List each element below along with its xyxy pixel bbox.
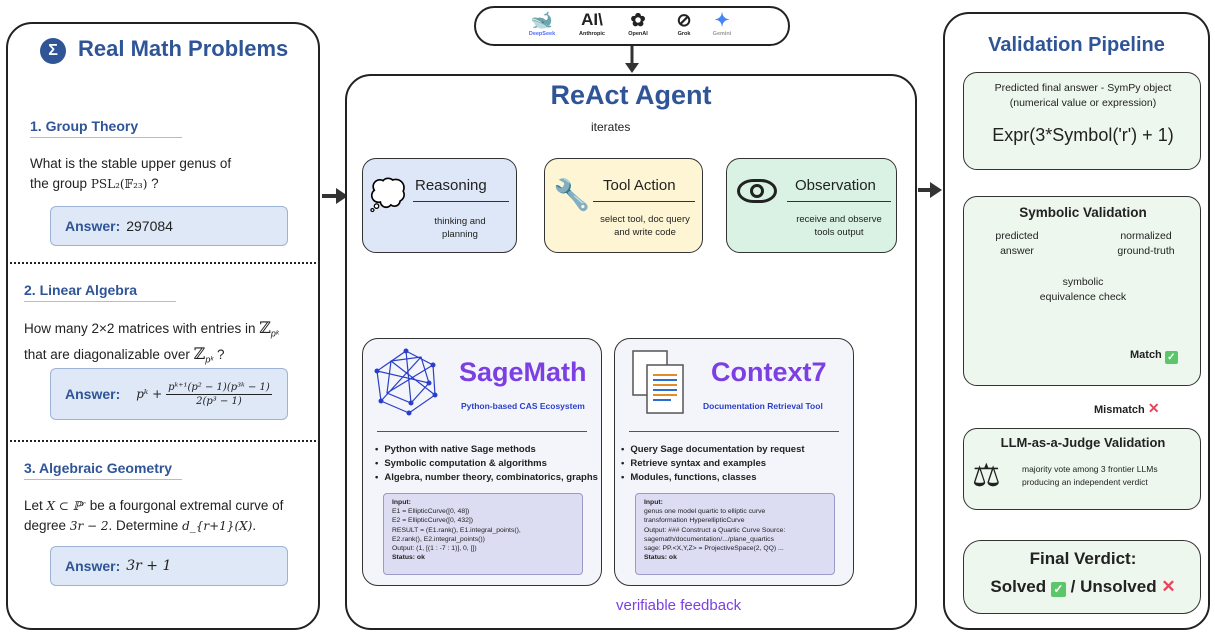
gemini-icon: ✦ [714,10,730,30]
problem-2-heading: 2. Linear Algebra [24,282,138,298]
agent-title: ReAct Agent [550,80,712,110]
problem-3-question: Let X ⊂ ℙʳ be a fourgonal extremal curve… [24,498,284,533]
sagemath-tool: SageMath Python-based CAS Ecosystem Pyth… [362,338,602,586]
cross-icon: ✕ [1161,577,1176,596]
context7-bullets: Query Sage documentation by request Retr… [621,443,804,485]
context7-tool: Context7 Documentation Retrieval Tool Qu… [614,338,854,586]
separator-2 [10,440,316,442]
model-grok: ⊘Grok [662,9,706,37]
verifiable-feedback-label: verifiable feedback [612,597,746,614]
final-verdict-box: Final Verdict: Solved ✓ / Unsolved ✕ [963,540,1201,614]
match-label: Match ✓ [1130,349,1178,364]
problem-2-answer: Answer: pᵏ + pᵏ⁺¹(p² − 1)(p³ᵏ − 1) 2(p³ … [50,368,288,420]
anthropic-icon: AI\ [581,10,603,29]
problem-2-question: How many 2×2 matrices with entries in ℤp… [24,318,279,365]
separator-1 [10,262,316,264]
problem-1-question: What is the stable upper genus of the gr… [30,156,232,191]
documents-icon [632,350,684,414]
problem-1-answer: Answer:297084 [50,206,288,246]
grok-icon: ⊘ [676,10,692,30]
mismatch-label: Mismatch ✕ [1094,400,1160,416]
context7-title: Context7 [711,357,827,387]
cross-icon: ✕ [1147,400,1160,416]
context7-code-example: Input: genus one model quartic to ellipt… [635,493,835,575]
problems-title: Real Math Problems [78,36,289,61]
llm-judge-box: LLM-as-a-Judge Validation ⚖ majority vot… [963,428,1201,510]
fraction-numerator: pᵏ⁺¹(p² − 1)(p³ᵏ − 1) [166,381,272,395]
polyhedron-icon [374,348,438,416]
predicted-expression: Expr(3*Symbol('r') + 1) [992,125,1174,145]
fraction-denominator: 2(p³ − 1) [196,395,242,407]
wrench-icon: 🔧 [553,179,591,212]
sagemath-subtitle: Python-based CAS Ecosystem [461,401,585,411]
sigma-icon: Σ [40,38,66,64]
gavel-icon: ⚖ [972,457,1001,493]
model-anthropic: AI\Anthropic [570,9,614,37]
sagemath-bullets: Python with native Sage methods Symbolic… [375,443,598,485]
problems-panel [6,22,320,630]
context7-subtitle: Documentation Retrieval Tool [703,401,823,411]
thought-bubble-icon: 💭 [369,179,407,212]
problem-1-heading: 1. Group Theory [30,118,139,134]
sagemath-title: SageMath [459,357,587,387]
sagemath-code-example: Input: E1 = EllipticCurve([0, 48]) E2 = … [383,493,583,575]
predicted-answer-box: Predicted final answer - SymPy object (n… [963,72,1201,170]
iterates-label: iterates [585,120,637,134]
model-deepseek: 🐋DeepSeek [520,9,564,37]
model-gemini: ✦Gemini [700,9,744,37]
validation-title: Validation Pipeline [988,34,1165,56]
problem-3-answer: Answer:3r + 1 [50,546,288,586]
deepseek-icon: 🐋 [530,10,554,30]
model-openai: ✿OpenAI [616,9,660,37]
check-icon: ✓ [1050,582,1066,597]
openai-icon: ✿ [630,10,646,30]
problem-3-heading: 3. Algebraic Geometry [24,460,173,476]
check-icon: ✓ [1164,351,1178,364]
eye-icon [737,179,777,203]
model-logo-bar [474,6,790,46]
